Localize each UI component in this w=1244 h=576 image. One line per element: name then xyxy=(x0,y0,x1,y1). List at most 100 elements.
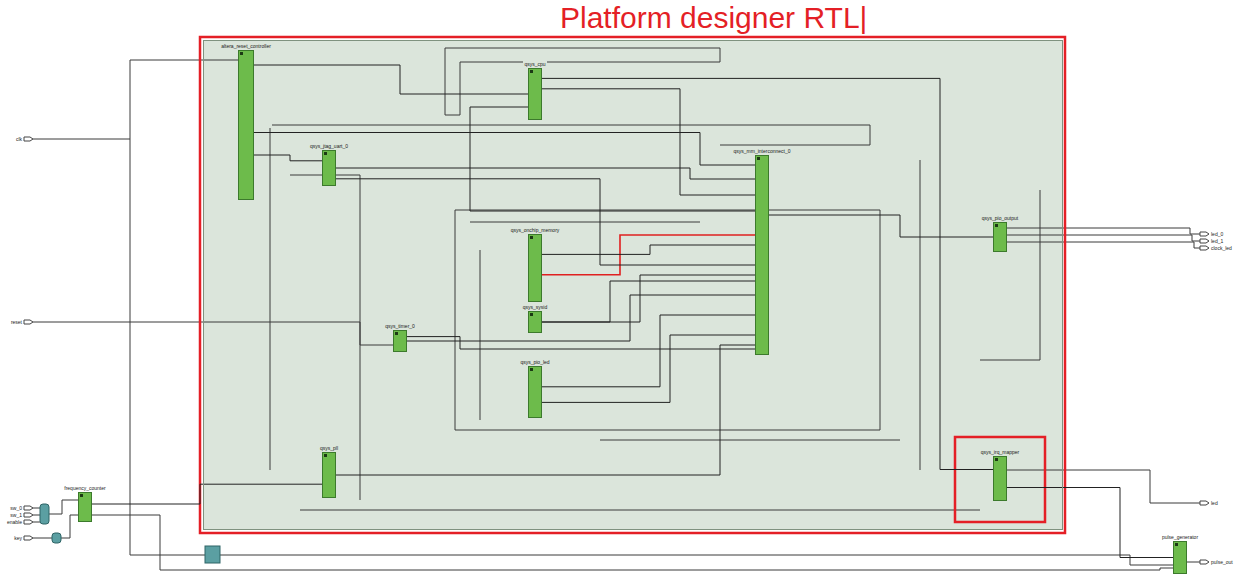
clock-marker xyxy=(80,494,83,497)
clock-marker xyxy=(395,332,398,335)
pin-name: reset xyxy=(11,319,22,325)
gate-wire xyxy=(61,515,78,538)
input-wire xyxy=(33,538,52,539)
interconnect-wire xyxy=(470,222,700,223)
instance-name: qsys_onchip_memory xyxy=(510,227,561,233)
region-heading: Platform designer RTL| xyxy=(560,2,867,34)
wire-group xyxy=(33,48,1200,570)
signal-wire xyxy=(542,315,755,387)
signal-wire xyxy=(1007,488,1173,558)
clock-marker xyxy=(240,52,243,55)
highlight-frame xyxy=(200,37,1065,533)
output-pin xyxy=(1200,239,1209,243)
interconnect-wire xyxy=(290,175,360,500)
block-body xyxy=(393,330,407,352)
pin-name: clk xyxy=(16,136,22,142)
signal-wire xyxy=(407,295,755,341)
rtl-block: qsys_pll xyxy=(319,445,340,498)
block-body xyxy=(993,456,1007,501)
input-pin xyxy=(24,513,33,517)
signal-wire xyxy=(407,337,755,349)
instance-name: qsys_mm_interconnect_0 xyxy=(733,148,792,154)
input-pin xyxy=(24,536,33,540)
rtl-block: qsys_pio_output xyxy=(981,215,1020,252)
block-body xyxy=(993,222,1007,252)
output-wire xyxy=(1007,228,1200,234)
output-wire xyxy=(1007,470,1200,503)
block-body xyxy=(528,234,542,302)
input-wire xyxy=(33,522,40,523)
clock-marker xyxy=(995,458,998,461)
rtl-block: qsys_irq_mapper xyxy=(980,449,1021,501)
input-pin xyxy=(24,506,33,510)
block-body xyxy=(528,311,542,333)
pin-name: clock_led xyxy=(1211,245,1232,251)
instance-name: qsys_pio_output xyxy=(981,215,1020,221)
clock-marker xyxy=(1175,543,1178,546)
connector-group xyxy=(92,65,1173,558)
signal-wire xyxy=(336,168,755,179)
clock-marker xyxy=(324,454,327,457)
signal-wire xyxy=(336,345,755,475)
signal-wire xyxy=(254,155,322,161)
pin-name: enable xyxy=(7,519,22,525)
rtl-block: qsys_jtag_uart_0 xyxy=(309,143,350,186)
pin-name: led_0 xyxy=(1211,231,1223,237)
block-body xyxy=(322,452,336,498)
instance-name: frequency_counter xyxy=(63,485,107,491)
pin-name: sw_1 xyxy=(10,512,22,518)
instance-name: qsys_irq_mapper xyxy=(980,449,1021,455)
clock-marker xyxy=(995,224,998,227)
clock-marker xyxy=(324,152,327,155)
instance-name: qsys_cpu xyxy=(523,61,547,67)
signal-wire xyxy=(470,107,755,211)
rtl-block: qsys_timer_0 xyxy=(384,323,416,352)
interconnect-wire xyxy=(300,510,980,511)
signal-wire xyxy=(542,281,755,322)
clock-marker xyxy=(530,368,533,371)
signal-wire xyxy=(542,235,755,275)
region-fill xyxy=(204,41,1062,529)
highlight-frame xyxy=(955,437,1045,522)
interconnect-wire xyxy=(272,125,870,145)
input-pin xyxy=(24,520,33,524)
rtl-block: qsys_sysid xyxy=(522,304,549,333)
reset-wire xyxy=(33,322,393,345)
pin-name: led xyxy=(1211,500,1218,506)
block-body xyxy=(528,366,542,418)
output-pin xyxy=(1200,232,1209,236)
signal-wire xyxy=(254,65,528,94)
logic-gate xyxy=(52,533,61,543)
rtl-block: pulse_generator xyxy=(1161,534,1200,574)
rtl-block: frequency_counter xyxy=(63,485,107,522)
instance-name: qsys_jtag_uart_0 xyxy=(309,143,350,149)
interconnect-wire xyxy=(600,440,900,441)
block-body xyxy=(322,150,336,186)
pin-name: pulse_out xyxy=(1211,559,1233,565)
clock-marker xyxy=(530,236,533,239)
pin-name: key xyxy=(14,535,22,541)
gate-wire xyxy=(49,500,78,514)
signal-wire xyxy=(542,245,755,254)
clock-wire xyxy=(130,60,238,139)
input-wire xyxy=(33,515,40,516)
rtl-block: qsys_pio_led xyxy=(519,359,551,418)
input-pin xyxy=(24,320,33,324)
interconnect-wire xyxy=(270,128,271,470)
signal-wire xyxy=(336,179,755,265)
clock-marker xyxy=(530,70,533,73)
block-body xyxy=(528,68,542,120)
clock-marker xyxy=(530,313,533,316)
clock-marker xyxy=(757,157,760,160)
pin-name: sw_0 xyxy=(10,505,22,511)
block-body xyxy=(755,155,769,355)
interconnect-wire xyxy=(980,190,1040,360)
block-body xyxy=(1173,541,1187,574)
clock-wire xyxy=(33,139,205,555)
output-pin xyxy=(1200,560,1209,564)
input-wire xyxy=(33,508,40,509)
signal-wire xyxy=(542,78,993,469)
pin-group xyxy=(24,137,1209,564)
